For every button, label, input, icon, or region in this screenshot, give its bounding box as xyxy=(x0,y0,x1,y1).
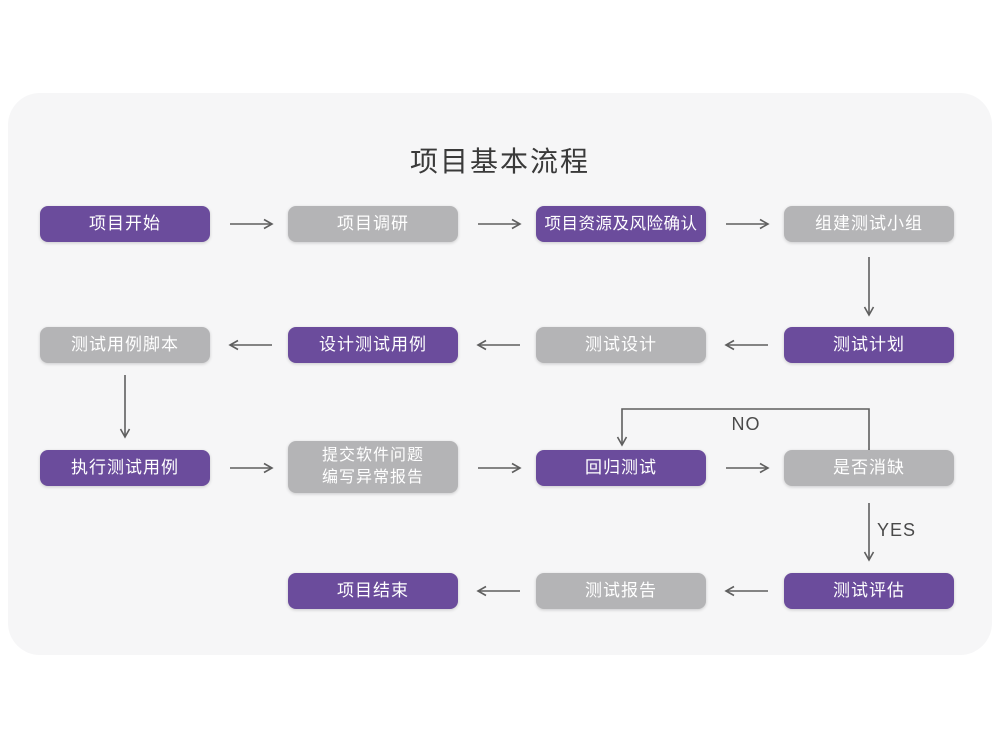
node-test-plan: 测试计划 xyxy=(784,327,954,363)
node-build-team: 组建测试小组 xyxy=(784,206,954,242)
node-label: 是否消缺 xyxy=(833,458,905,477)
node-label-line2: 编写异常报告 xyxy=(321,469,424,486)
node-test-design: 测试设计 xyxy=(536,327,706,363)
node-design-cases: 设计测试用例 xyxy=(288,327,458,363)
node-regression-test: 回归测试 xyxy=(536,450,706,486)
flowchart-card xyxy=(8,93,992,655)
node-resource-risk: 项目资源及风险确认 xyxy=(536,206,706,242)
node-label: 测试评估 xyxy=(833,581,905,600)
node-submit-issues: 提交软件问题 编写异常报告 xyxy=(288,441,458,493)
node-label: 执行测试用例 xyxy=(71,458,179,477)
node-execute-cases: 执行测试用例 xyxy=(40,450,210,486)
node-project-end: 项目结束 xyxy=(288,573,458,609)
node-label: 项目结束 xyxy=(337,581,409,600)
node-label: 测试用例脚本 xyxy=(71,335,179,354)
node-case-scripts: 测试用例脚本 xyxy=(40,327,210,363)
edge-label-yes: YES xyxy=(877,520,917,540)
node-test-evaluation: 测试评估 xyxy=(784,573,954,609)
node-project-research: 项目调研 xyxy=(288,206,458,242)
node-label: 项目资源及风险确认 xyxy=(544,215,698,233)
node-project-start: 项目开始 xyxy=(40,206,210,242)
edge-label-no: NO xyxy=(731,414,761,434)
node-label: 设计测试用例 xyxy=(319,335,427,354)
node-label: 测试计划 xyxy=(833,335,905,354)
node-label: 项目开始 xyxy=(89,214,161,233)
page-title: 项目基本流程 xyxy=(409,146,590,177)
node-test-report: 测试报告 xyxy=(536,573,706,609)
node-label: 测试设计 xyxy=(585,335,657,354)
node-label: 回归测试 xyxy=(585,458,657,477)
node-label: 组建测试小组 xyxy=(815,214,923,233)
node-label: 测试报告 xyxy=(585,581,657,600)
node-label: 项目调研 xyxy=(337,214,409,233)
node-defect-resolved: 是否消缺 xyxy=(784,450,954,486)
node-label-line1: 提交软件问题 xyxy=(321,447,424,464)
